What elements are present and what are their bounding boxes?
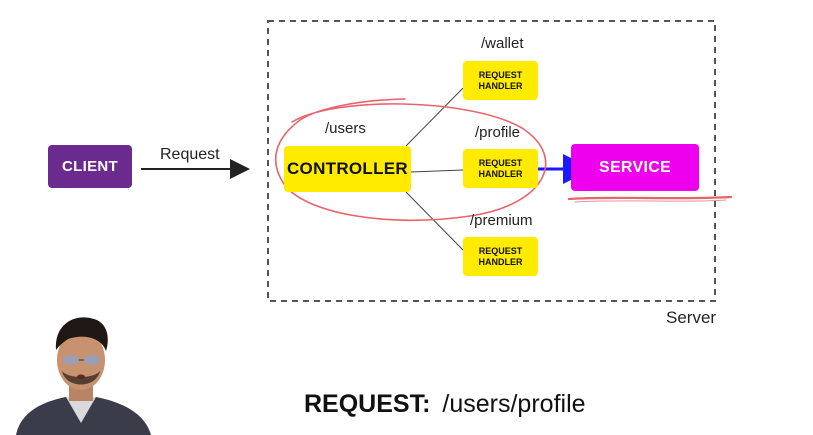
caption-value: /users/profile (442, 390, 586, 418)
handler-line1: REQUEST (478, 69, 523, 80)
request-caption: REQUEST: /users/profile (304, 390, 586, 419)
connector-controller-profile (410, 169, 464, 173)
handler-line2: HANDLER (478, 256, 523, 267)
premium-route-label: /premium (470, 212, 533, 229)
connector-controller-premium (405, 191, 464, 251)
connector-controller-wallet (405, 87, 464, 147)
client-node: CLIENT (48, 145, 132, 188)
annotation-underline-stroke (574, 199, 727, 203)
handler-line1: REQUEST (478, 245, 523, 256)
annotation-ellipse (275, 98, 547, 222)
handler-line1: REQUEST (478, 157, 523, 168)
handler-line2: HANDLER (478, 168, 523, 179)
server-boundary (267, 20, 716, 302)
annotation-underline (567, 195, 733, 201)
profile-request-handler: REQUEST HANDLER (463, 149, 538, 188)
premium-request-handler: REQUEST HANDLER (463, 237, 538, 276)
server-label: Server (666, 308, 717, 327)
presenter-video-image (16, 317, 151, 435)
profile-route-label: /profile (475, 124, 521, 141)
service-node: SERVICE (571, 144, 699, 191)
wallet-route-label: /wallet (481, 35, 524, 52)
wallet-request-handler: REQUEST HANDLER (463, 61, 538, 100)
handler-line2: HANDLER (478, 80, 523, 91)
controller-node: CONTROLLER (284, 146, 411, 192)
request-arrow-label: Request (160, 146, 220, 163)
controller-route-label: /users (325, 120, 366, 137)
caption-key: REQUEST: (304, 390, 431, 418)
